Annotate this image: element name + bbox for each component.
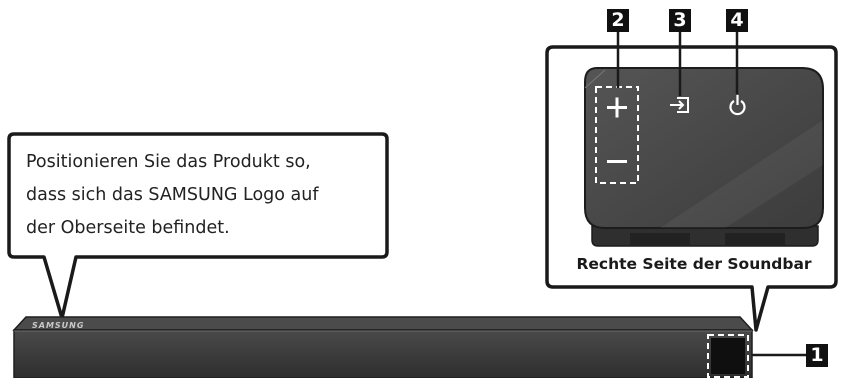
badge-4: 4: [726, 9, 748, 32]
callout-line-2: dass sich das SAMSUNG Logo auf: [26, 185, 319, 205]
soundbar-body: [12, 316, 754, 378]
badge-2: 2: [607, 9, 629, 32]
plus-icon: [607, 97, 627, 118]
callout-line-1: Positionieren Sie das Produkt so,: [26, 152, 311, 172]
detail-caption: Rechte Seite der Soundbar: [576, 255, 812, 273]
badge-3: 3: [669, 9, 691, 32]
callout-text: Positionieren Sie das Produkt so, dass s…: [26, 146, 366, 245]
input-source-icon: [670, 97, 689, 113]
power-button[interactable]: [729, 95, 746, 116]
callout-bubble: [7, 132, 389, 320]
samsung-logo: SAMSUNG: [32, 321, 85, 330]
volume-down-button[interactable]: [607, 160, 627, 163]
callout-line-3: der Oberseite befindet.: [26, 218, 230, 238]
minus-icon: [607, 160, 627, 163]
pointer-lines: [616, 32, 806, 357]
volume-up-button[interactable]: [607, 97, 627, 118]
power-icon: [729, 95, 746, 116]
badge-1: 1: [806, 344, 828, 367]
right-end-highlight: [707, 334, 749, 378]
side-panel: [584, 67, 824, 247]
source-button[interactable]: [670, 97, 689, 113]
